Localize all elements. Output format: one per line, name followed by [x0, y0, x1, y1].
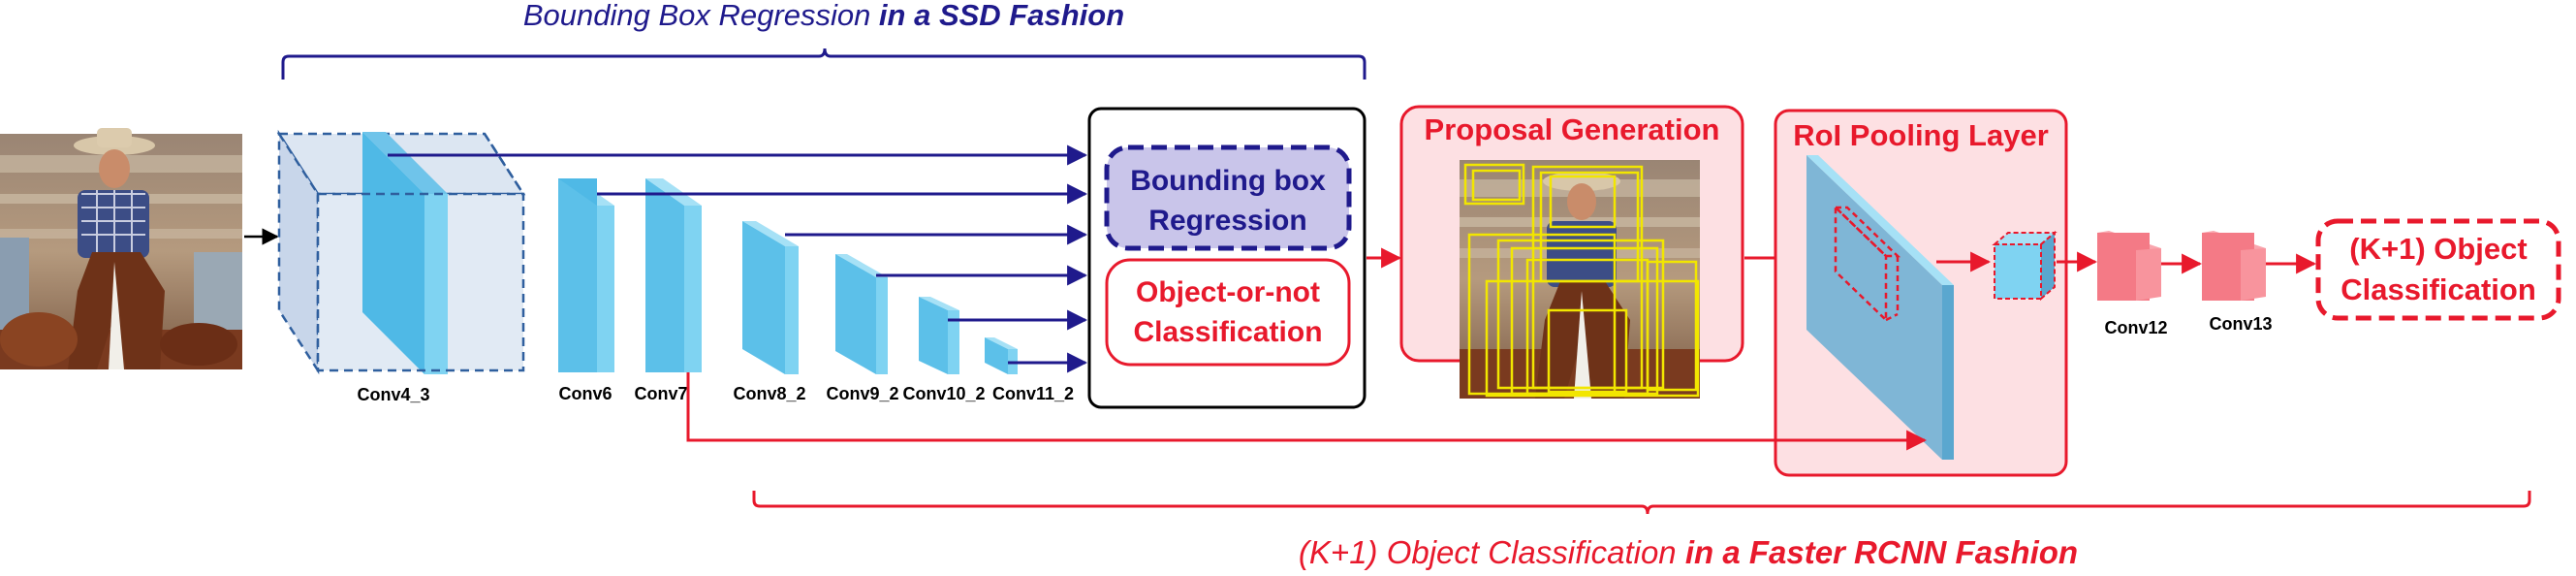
conv12-block: [2097, 231, 2161, 301]
conv7-to-roi-path: [686, 372, 1928, 451]
conv9_2-label: Conv9_2: [826, 384, 898, 403]
conv9_2-block: [835, 254, 888, 374]
roi-pooling-title: RoI Pooling Layer: [1793, 118, 2049, 152]
conv10_2-label: Conv10_2: [902, 384, 985, 403]
objectness-head: [1105, 258, 1351, 367]
bbox-regression-line2: Regression: [1148, 205, 1306, 237]
top-title: Bounding Box Regression in a SSD Fashion: [523, 0, 1124, 32]
objectness-line1: Object-or-not: [1136, 276, 1320, 308]
conv13-label: Conv13: [2209, 314, 2272, 334]
objectness-line2: Classification: [1133, 316, 1322, 348]
roi-feature-map: [1806, 155, 1954, 460]
roi-pooled-cube: [1992, 230, 2058, 302]
bbox-regression-head: [1104, 144, 1352, 251]
final-classification-box: [2315, 218, 2561, 321]
conv7-label: Conv7: [634, 384, 687, 403]
conv6-block: [558, 178, 614, 372]
conv6-label: Conv6: [558, 384, 612, 403]
conv4_3-label: Conv4_3: [357, 385, 429, 404]
conv7-block: [645, 178, 702, 372]
conv12-label: Conv12: [2104, 318, 2167, 337]
conv8_2-block: [742, 221, 799, 374]
bbox-regression-line1: Bounding box: [1130, 165, 1326, 197]
input-image: [0, 128, 242, 369]
bottom-brace: [752, 491, 2531, 515]
final-classification-line2: Classification: [2340, 272, 2536, 306]
final-classification-line1: (K+1) Object: [2349, 232, 2527, 266]
conv13-block: [2202, 231, 2266, 301]
conv10_2-block: [919, 297, 959, 374]
proposal-generation-title: Proposal Generation: [1425, 112, 1720, 146]
feature-arrows: [388, 144, 1088, 373]
conv4_3-block: [276, 129, 526, 375]
conv8_2-label: Conv8_2: [733, 384, 805, 403]
proposal-image: [1460, 160, 1700, 399]
bottom-title: (K+1) Object Classification in a Faster …: [1299, 534, 2078, 570]
conv11_2-label: Conv11_2: [992, 384, 1074, 403]
conv11_2-block: [985, 337, 1018, 374]
top-brace: [281, 48, 1367, 80]
